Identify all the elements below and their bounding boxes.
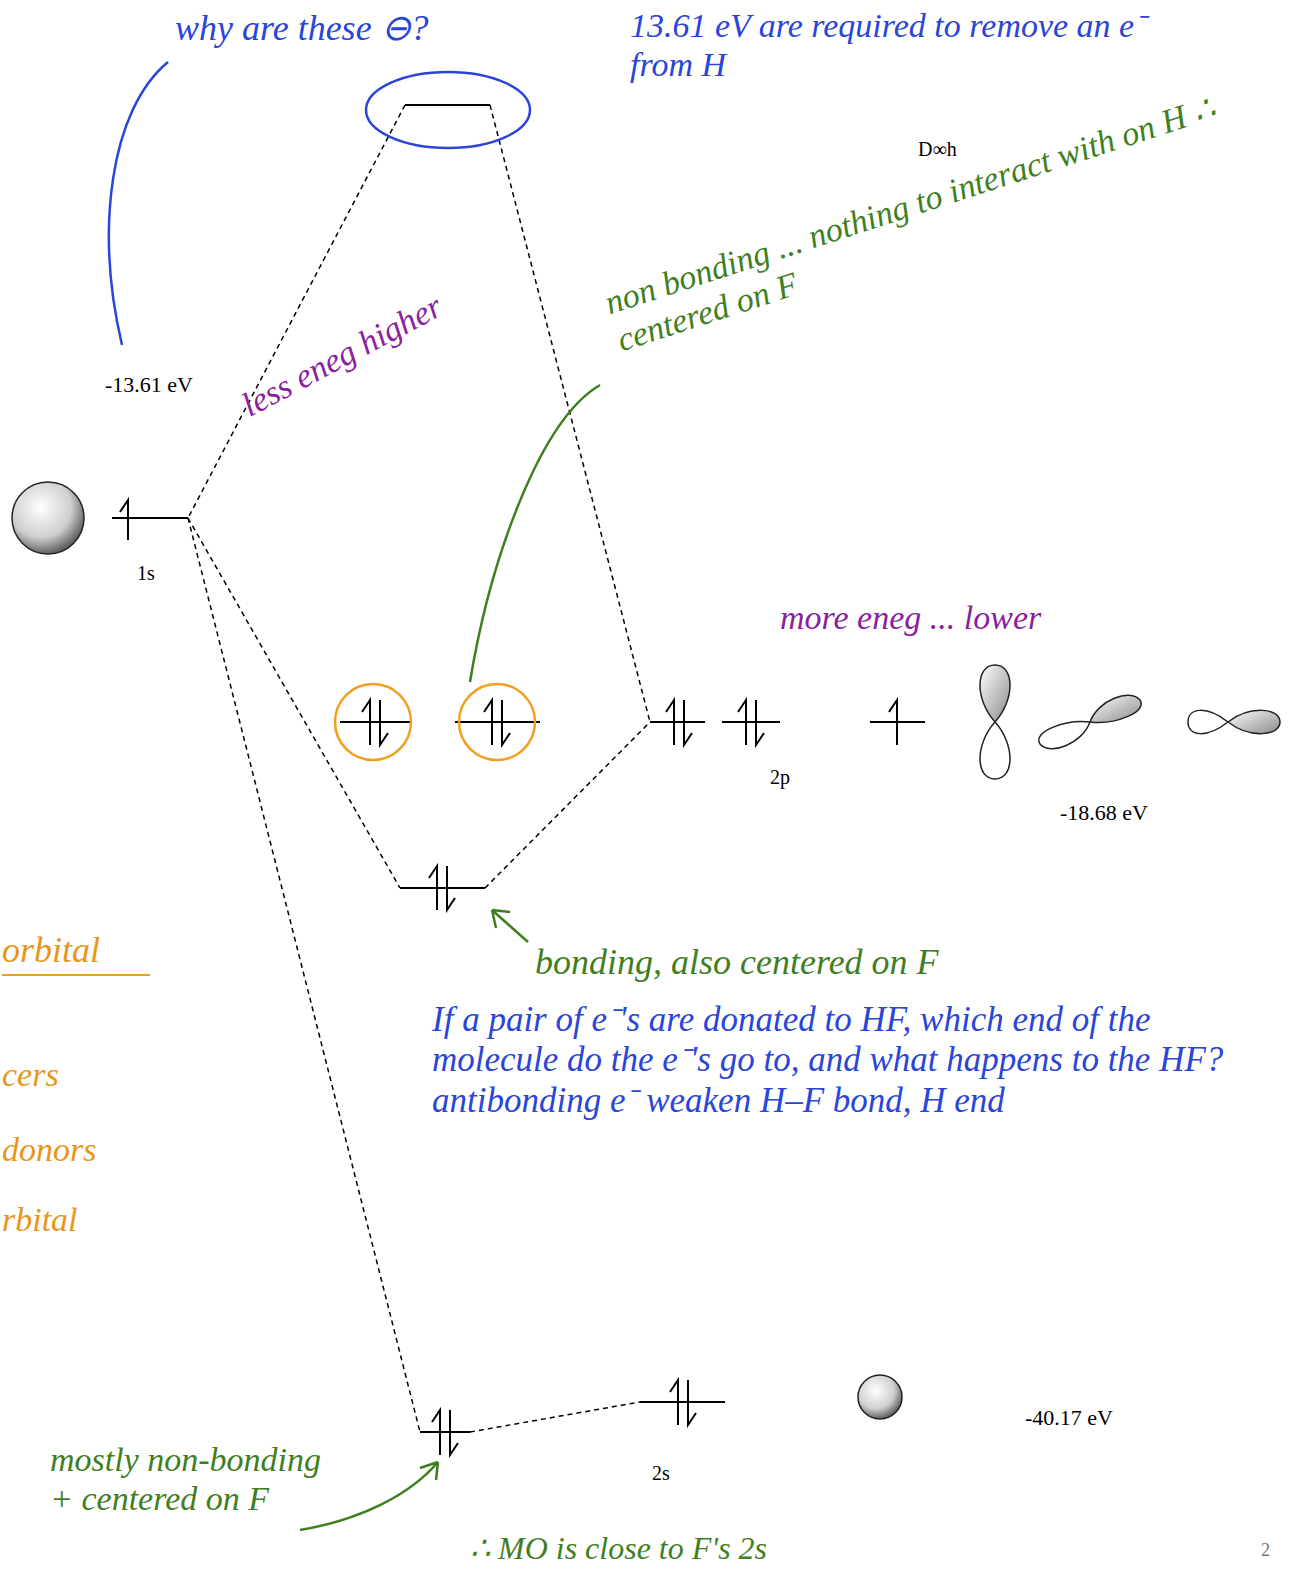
annotation: non bonding ... nothing to interact with…: [600, 87, 1233, 359]
f-2s-orbital: [858, 1375, 902, 1419]
highlight-circle: [335, 684, 411, 760]
energy-value: -18.68 eV: [1060, 800, 1180, 825]
annotation: more eneg ... lower: [780, 598, 1140, 637]
annotation: ∴ MO is close to F's 2s: [470, 1530, 890, 1567]
leader-line: [109, 62, 168, 345]
p-orbitals: [980, 665, 1280, 779]
annotation: less eneg higher: [235, 268, 483, 425]
annotation: donors: [2, 1130, 142, 1169]
annotation: rbital: [2, 1200, 142, 1239]
annotation: 13.61 eV are required to remove an e⁻ fr…: [630, 6, 1190, 84]
orbital-label: 2p: [770, 766, 810, 789]
h-atom: [12, 482, 84, 554]
leader-arrow: [492, 910, 528, 942]
orbital-label: 1s: [137, 562, 177, 585]
annotation: cers: [2, 1055, 122, 1094]
annotation: bonding, also centered on F: [535, 942, 1095, 983]
energy-value: -40.17 eV: [1025, 1405, 1155, 1430]
orbital-label: 2s: [652, 1462, 692, 1485]
annotation: why are these ⊖?: [175, 8, 595, 49]
point-group: D∞h: [918, 138, 978, 161]
energy-value: -13.61 eV: [105, 372, 225, 397]
annotation: orbital: [2, 930, 162, 971]
correlation-lines: [188, 105, 650, 1432]
energy-levels: [112, 105, 925, 1432]
annotation: If a pair of e⁻'s are donated to HF, whi…: [432, 1000, 1272, 1121]
page-number: 2: [1261, 1540, 1285, 1561]
annotation: mostly non-bonding + centered on F: [50, 1440, 350, 1518]
highlight-circle: [459, 684, 535, 760]
highlight-ellipse: [366, 72, 530, 148]
leader-line: [470, 385, 600, 682]
underline: [2, 974, 150, 976]
